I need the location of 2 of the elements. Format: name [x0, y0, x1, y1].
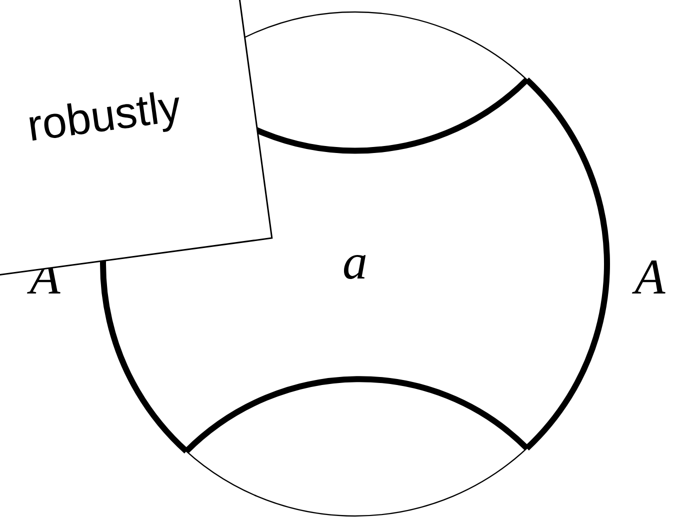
math-label: A — [632, 260, 666, 294]
math-label: a — [344, 254, 366, 280]
